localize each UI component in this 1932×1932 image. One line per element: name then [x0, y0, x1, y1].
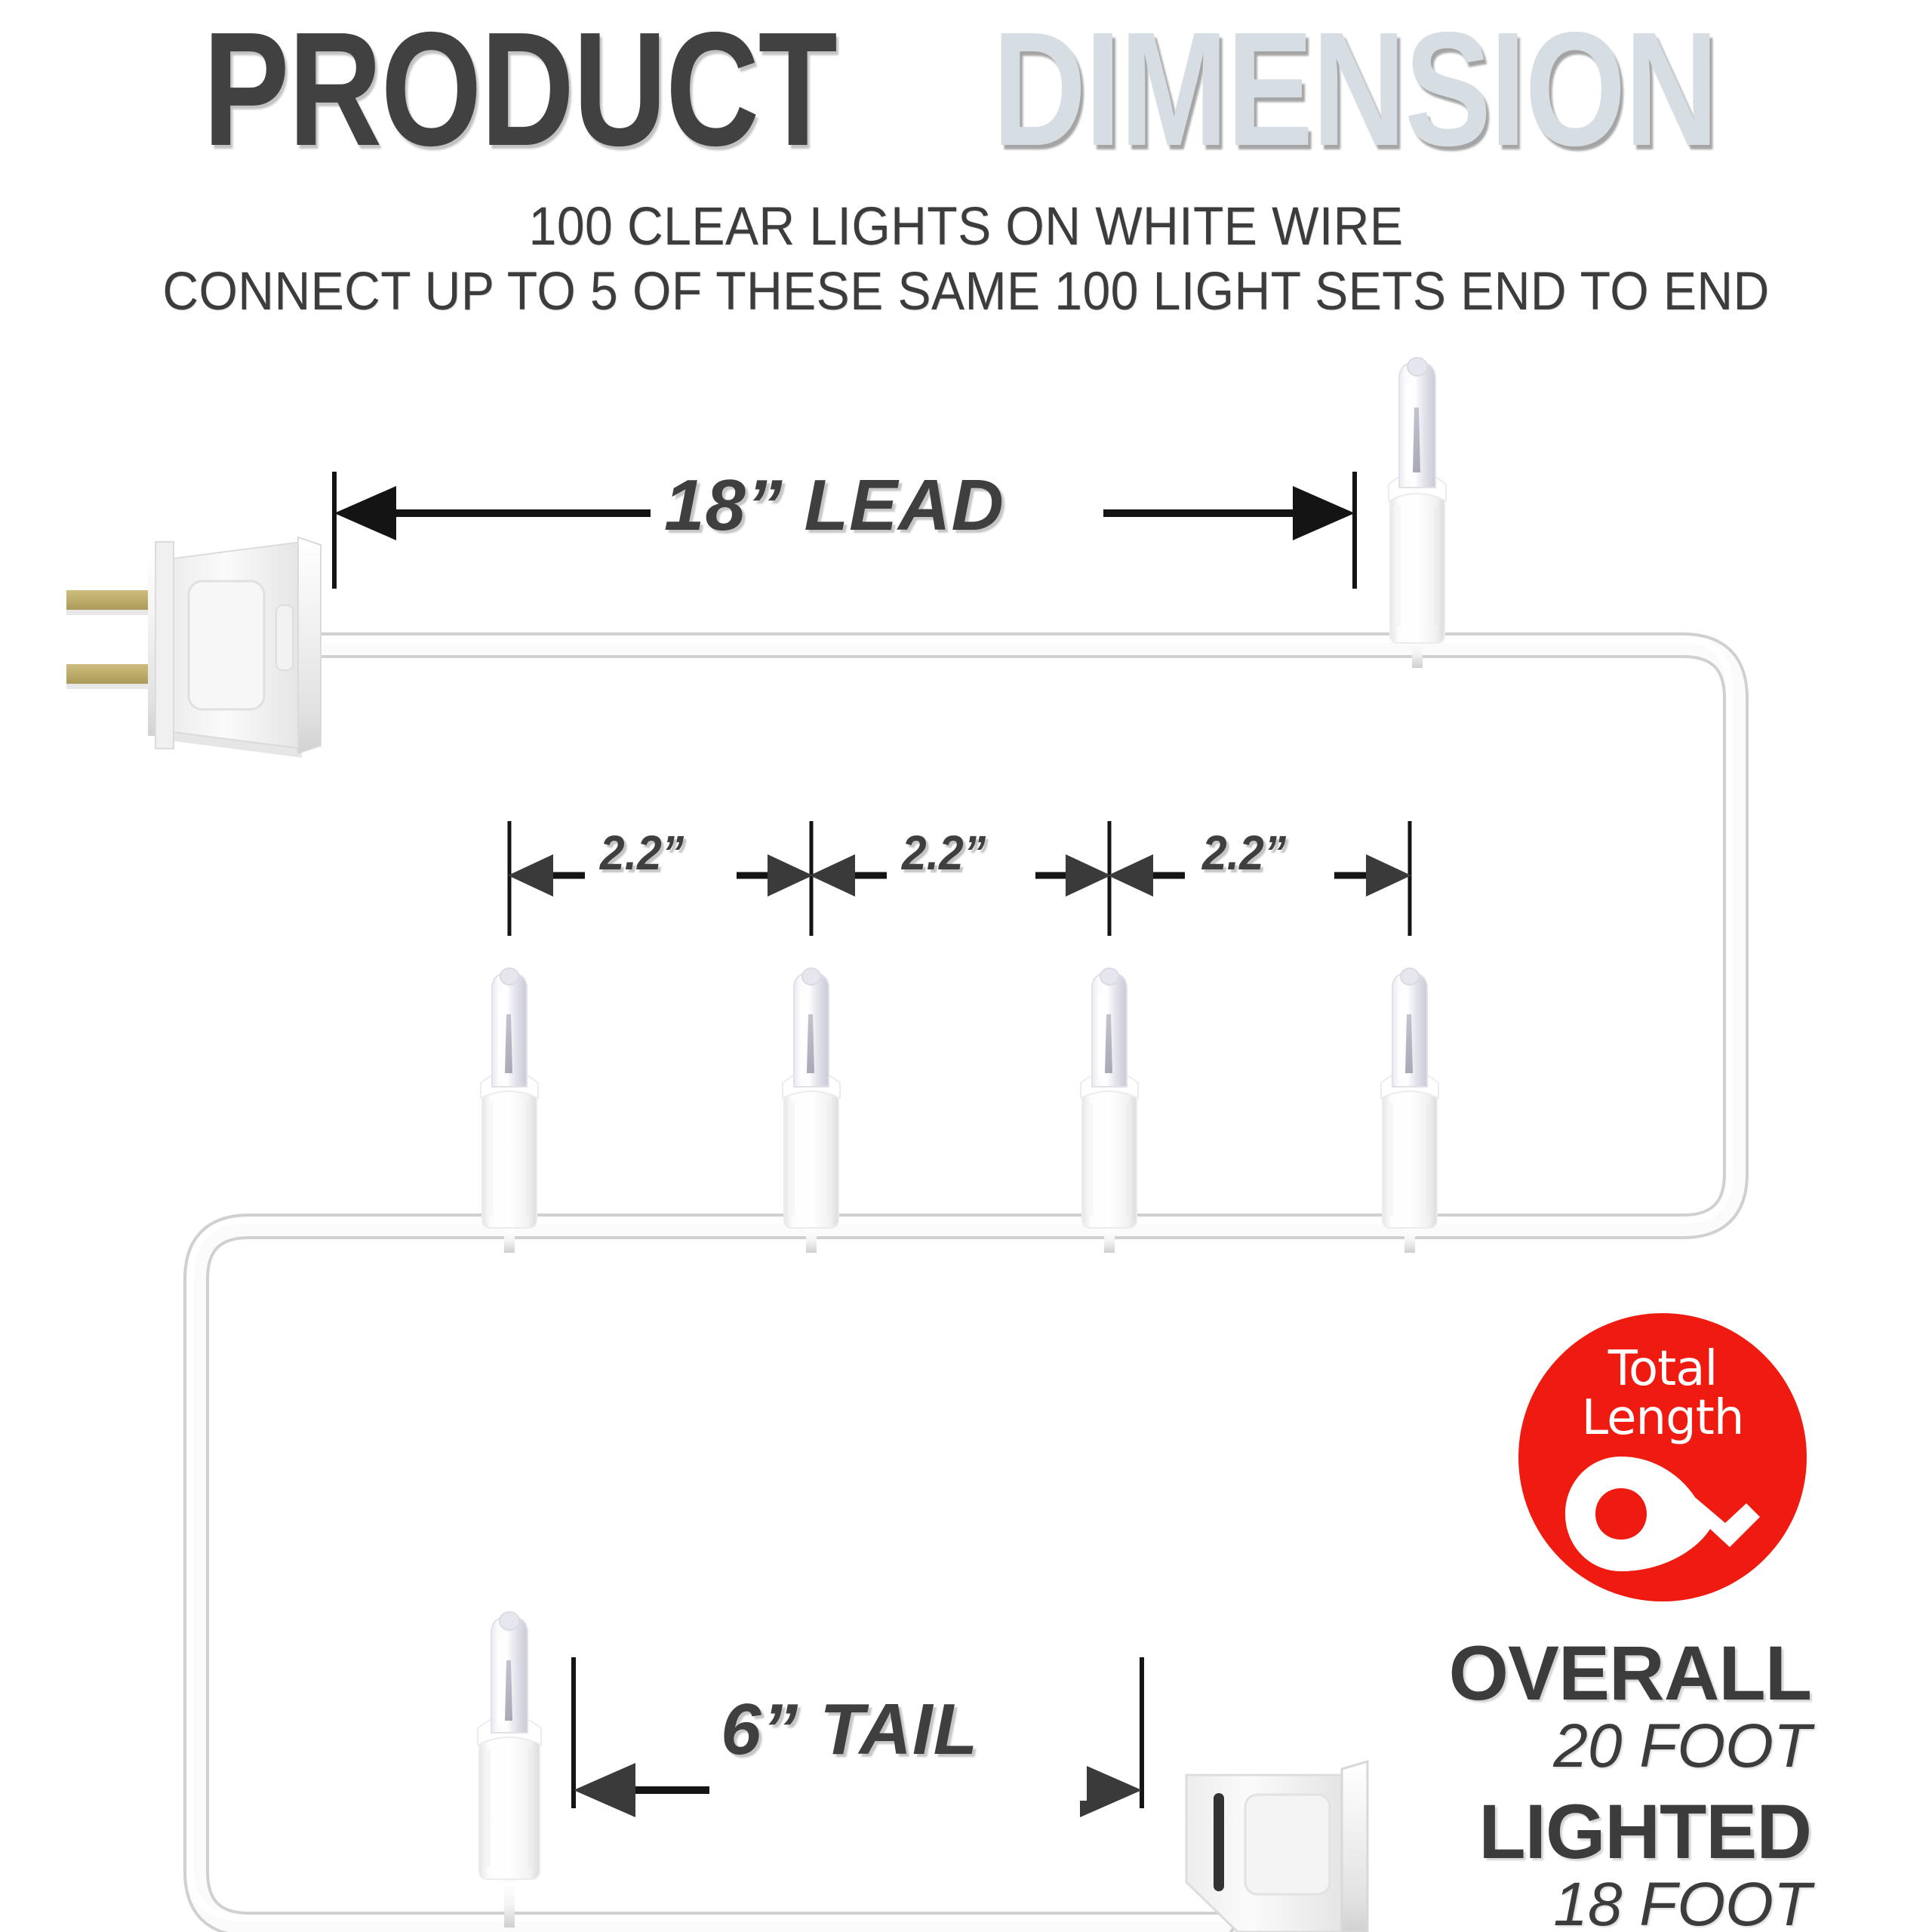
total-length-badge: Total Length: [1518, 1313, 1807, 1601]
spec-overall-value: 20 FOOT: [1553, 1712, 1811, 1780]
connector-face-detail: [1244, 1793, 1331, 1896]
title-product-word: PRODUCT: [203, 0, 838, 180]
dimension-label-tail: 6” TAIL: [721, 1689, 979, 1770]
wire-path: [183, 632, 1749, 1932]
bulb: [480, 968, 539, 1253]
plug-face-detail: [187, 580, 266, 711]
dimension-label-lead: 18” LEAD: [664, 465, 1004, 546]
total-length-badge-text: Total Length: [1518, 1341, 1807, 1447]
badge-line-2: Length: [1581, 1390, 1745, 1447]
title-dimension-word: DIMENSION: [992, 0, 1718, 180]
dimension-label-spacing-3: 2.2”: [1201, 826, 1287, 880]
bulb: [1388, 357, 1447, 668]
bulb: [782, 968, 841, 1253]
subtitle-line-2: CONNECT UP TO 5 OF THESE SAME 100 LIGHT …: [162, 261, 1770, 321]
bulb: [477, 1611, 542, 1927]
dimension-label-spacing-2: 2.2”: [901, 826, 986, 880]
badge-line-1: Total: [1607, 1341, 1718, 1397]
bulb: [1380, 968, 1439, 1253]
tape-measure-icon: [1565, 1457, 1760, 1571]
subtitle-line-1: 100 CLEAR LIGHTS ON WHITE WIRE: [528, 197, 1404, 257]
male-plug: [66, 536, 321, 758]
bulb: [1080, 968, 1139, 1253]
connector-slot: [1214, 1793, 1224, 1891]
dimension-label-spacing-1: 2.2”: [599, 826, 685, 880]
spec-lighted-value: 18 FOOT: [1553, 1869, 1811, 1932]
dimension-spacing: [507, 821, 1412, 936]
arrow-right-icon: [1080, 1763, 1142, 1817]
specs-block: OVERALL 20 FOOT LIGHTED 18 FOOT: [1283, 1630, 1812, 1932]
spec-overall-label: OVERALL: [1448, 1630, 1812, 1716]
female-connector: [1185, 1759, 1369, 1932]
arrow-left-icon: [574, 1763, 635, 1817]
arrow-left-icon: [334, 486, 396, 540]
arrow-right-icon: [1293, 486, 1355, 540]
spec-lighted-label: LIGHTED: [1478, 1788, 1812, 1875]
